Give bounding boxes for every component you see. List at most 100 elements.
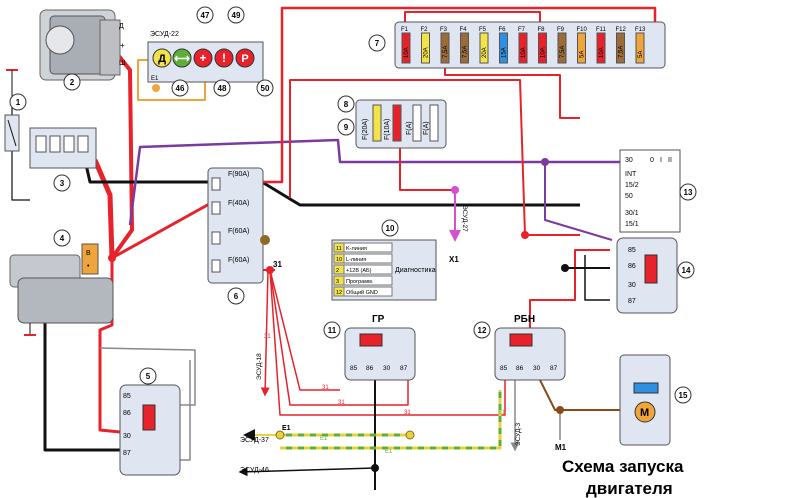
fuse-rating-9: 7,5A <box>560 46 566 58</box>
fuse-7 <box>518 32 528 64</box>
wire-red-esud18 <box>260 269 270 397</box>
badge-15: 15 <box>679 391 688 400</box>
main-fuse-1: F(90A) <box>228 171 249 178</box>
gr-pin-85: 85 <box>350 365 358 372</box>
wire-red-relay-gr <box>269 269 340 391</box>
wire-label-esud37: ЭСУД-37 <box>240 437 269 444</box>
wire-label-esud18: ЭСУД-18 <box>256 353 263 380</box>
gr-pin-86: 86 <box>366 365 374 372</box>
fuse-5 <box>479 32 489 64</box>
fuse-2 <box>421 32 430 64</box>
component-7-fuse-box: F110AF220AF37,5AF47,5AF520AF615AF710AF81… <box>394 21 666 69</box>
fuse-rating-4: 7,5A <box>463 46 469 58</box>
ign-term-152: 15/2 <box>625 182 639 189</box>
wire-red-relay-gr2 <box>269 269 409 406</box>
diag-label: L-линия <box>346 257 366 263</box>
wire-purple <box>128 138 620 226</box>
fuse-number-4: F4 <box>460 27 468 33</box>
indicator-panel <box>147 41 264 83</box>
wire-label-x1: X1 <box>449 255 459 264</box>
fuse-number-8: F8 <box>538 27 546 33</box>
wire-red-ign2 <box>444 68 580 119</box>
fuse-12 <box>616 32 625 64</box>
component-8-9-fuse-block <box>355 99 447 149</box>
component-4-starter <box>9 243 114 336</box>
fuse-number-6: F6 <box>499 27 507 33</box>
badge-46: 46 <box>176 84 185 93</box>
r14-pin-85: 85 <box>628 247 636 254</box>
wire-e1-2 <box>280 390 502 450</box>
component-12-relay-rbn <box>494 327 566 381</box>
indicator-plus-glyph: + <box>199 51 206 65</box>
wire-battery-black <box>83 159 580 207</box>
mini-fuse-fa2: F(A) <box>423 121 430 135</box>
fuse-number-5: F5 <box>479 27 487 33</box>
wire-brown-motor <box>539 379 620 411</box>
wire-label-esud46: ЭСУД-46 <box>240 467 269 474</box>
rbn-pin-87: 87 <box>550 365 558 372</box>
fuse-rating-7: 10A <box>521 47 527 58</box>
component-3-battery <box>29 127 97 169</box>
fuse-rating-3: 7,5A <box>443 46 449 58</box>
r5-pin-30: 30 <box>123 433 131 440</box>
component-2-generator <box>39 9 121 81</box>
wire-battery-red <box>92 159 115 259</box>
fuse-10 <box>577 32 586 64</box>
ign-term-30: 30 <box>625 157 633 164</box>
wire-label-31: 31 <box>273 260 282 269</box>
diag-title: Диагностика <box>395 267 436 274</box>
wire-red-rbn-top <box>529 249 610 328</box>
component-11-relay-gr <box>344 327 416 381</box>
r5-pin-87: 87 <box>123 450 131 457</box>
badge-8: 8 <box>344 100 349 109</box>
wire-e1-tag-b: E1 <box>385 449 393 455</box>
starter-terminal-dot: • <box>87 263 90 270</box>
wire-red-fuses <box>404 11 541 22</box>
wire-31-tag-d: 31 <box>404 410 411 416</box>
fuse-11 <box>596 32 606 64</box>
labels: 1 2 3 4 5 6 7 8 9 10 11 12 13 14 15 47 4… <box>9 6 697 498</box>
component-1-sensor <box>4 69 20 152</box>
r14-pin-87: 87 <box>628 298 636 305</box>
wire-label-e1: E1 <box>282 425 291 432</box>
fuse-1 <box>401 32 411 64</box>
indicator-d-icon <box>152 48 172 68</box>
badge-7: 7 <box>375 39 380 48</box>
main-fuse-4: F(60A) <box>228 257 249 264</box>
ign-term-int: INT <box>625 171 637 178</box>
r14-pin-86: 86 <box>628 263 636 270</box>
indicator-arrows-icon <box>172 48 192 68</box>
wire-e1-tag-a: E1 <box>320 436 328 442</box>
main-fuse-3: F(60A) <box>228 228 249 235</box>
mini-fuse-f10: F(10A) <box>384 119 391 140</box>
fuse-number-1: F1 <box>401 27 409 33</box>
fuse-rating-1: 10A <box>404 47 410 58</box>
indicator-d-glyph: Д <box>158 53 166 65</box>
fuse-rating-11: 10A <box>599 47 605 58</box>
r14-pin-30: 30 <box>628 282 636 289</box>
diag-pin: 2 <box>336 268 339 274</box>
gen-terminal-d: Д <box>119 23 124 30</box>
diag-label: Общий GND <box>346 289 378 296</box>
wire-generator-red <box>110 53 134 260</box>
indicator-glyphs: Д ⟷ + ! P <box>158 51 249 65</box>
fuse-rating-2: 20A <box>424 47 430 58</box>
fuse-number-11: F11 <box>596 27 607 33</box>
wire-label-esud3: ЭСУД-3 <box>515 422 522 446</box>
wire-orange-lamp <box>137 59 206 101</box>
rbn-pin-30: 30 <box>533 365 541 372</box>
fuse-number-12: F12 <box>616 27 627 33</box>
fuse-number-10: F10 <box>577 27 588 33</box>
badge-12: 12 <box>478 326 487 335</box>
main-fuse-2: F(40A) <box>228 200 249 207</box>
badge-9: 9 <box>344 123 349 132</box>
component-15-motor <box>619 354 671 446</box>
diag-pin: 11 <box>336 246 342 252</box>
badge-2: 2 <box>70 78 75 87</box>
ign-term-50: 50 <box>625 193 633 200</box>
fuse-number-3: F3 <box>440 27 448 33</box>
wires <box>11 6 657 490</box>
rbn-pin-86: 86 <box>516 365 524 372</box>
badge-50: 50 <box>261 84 270 93</box>
